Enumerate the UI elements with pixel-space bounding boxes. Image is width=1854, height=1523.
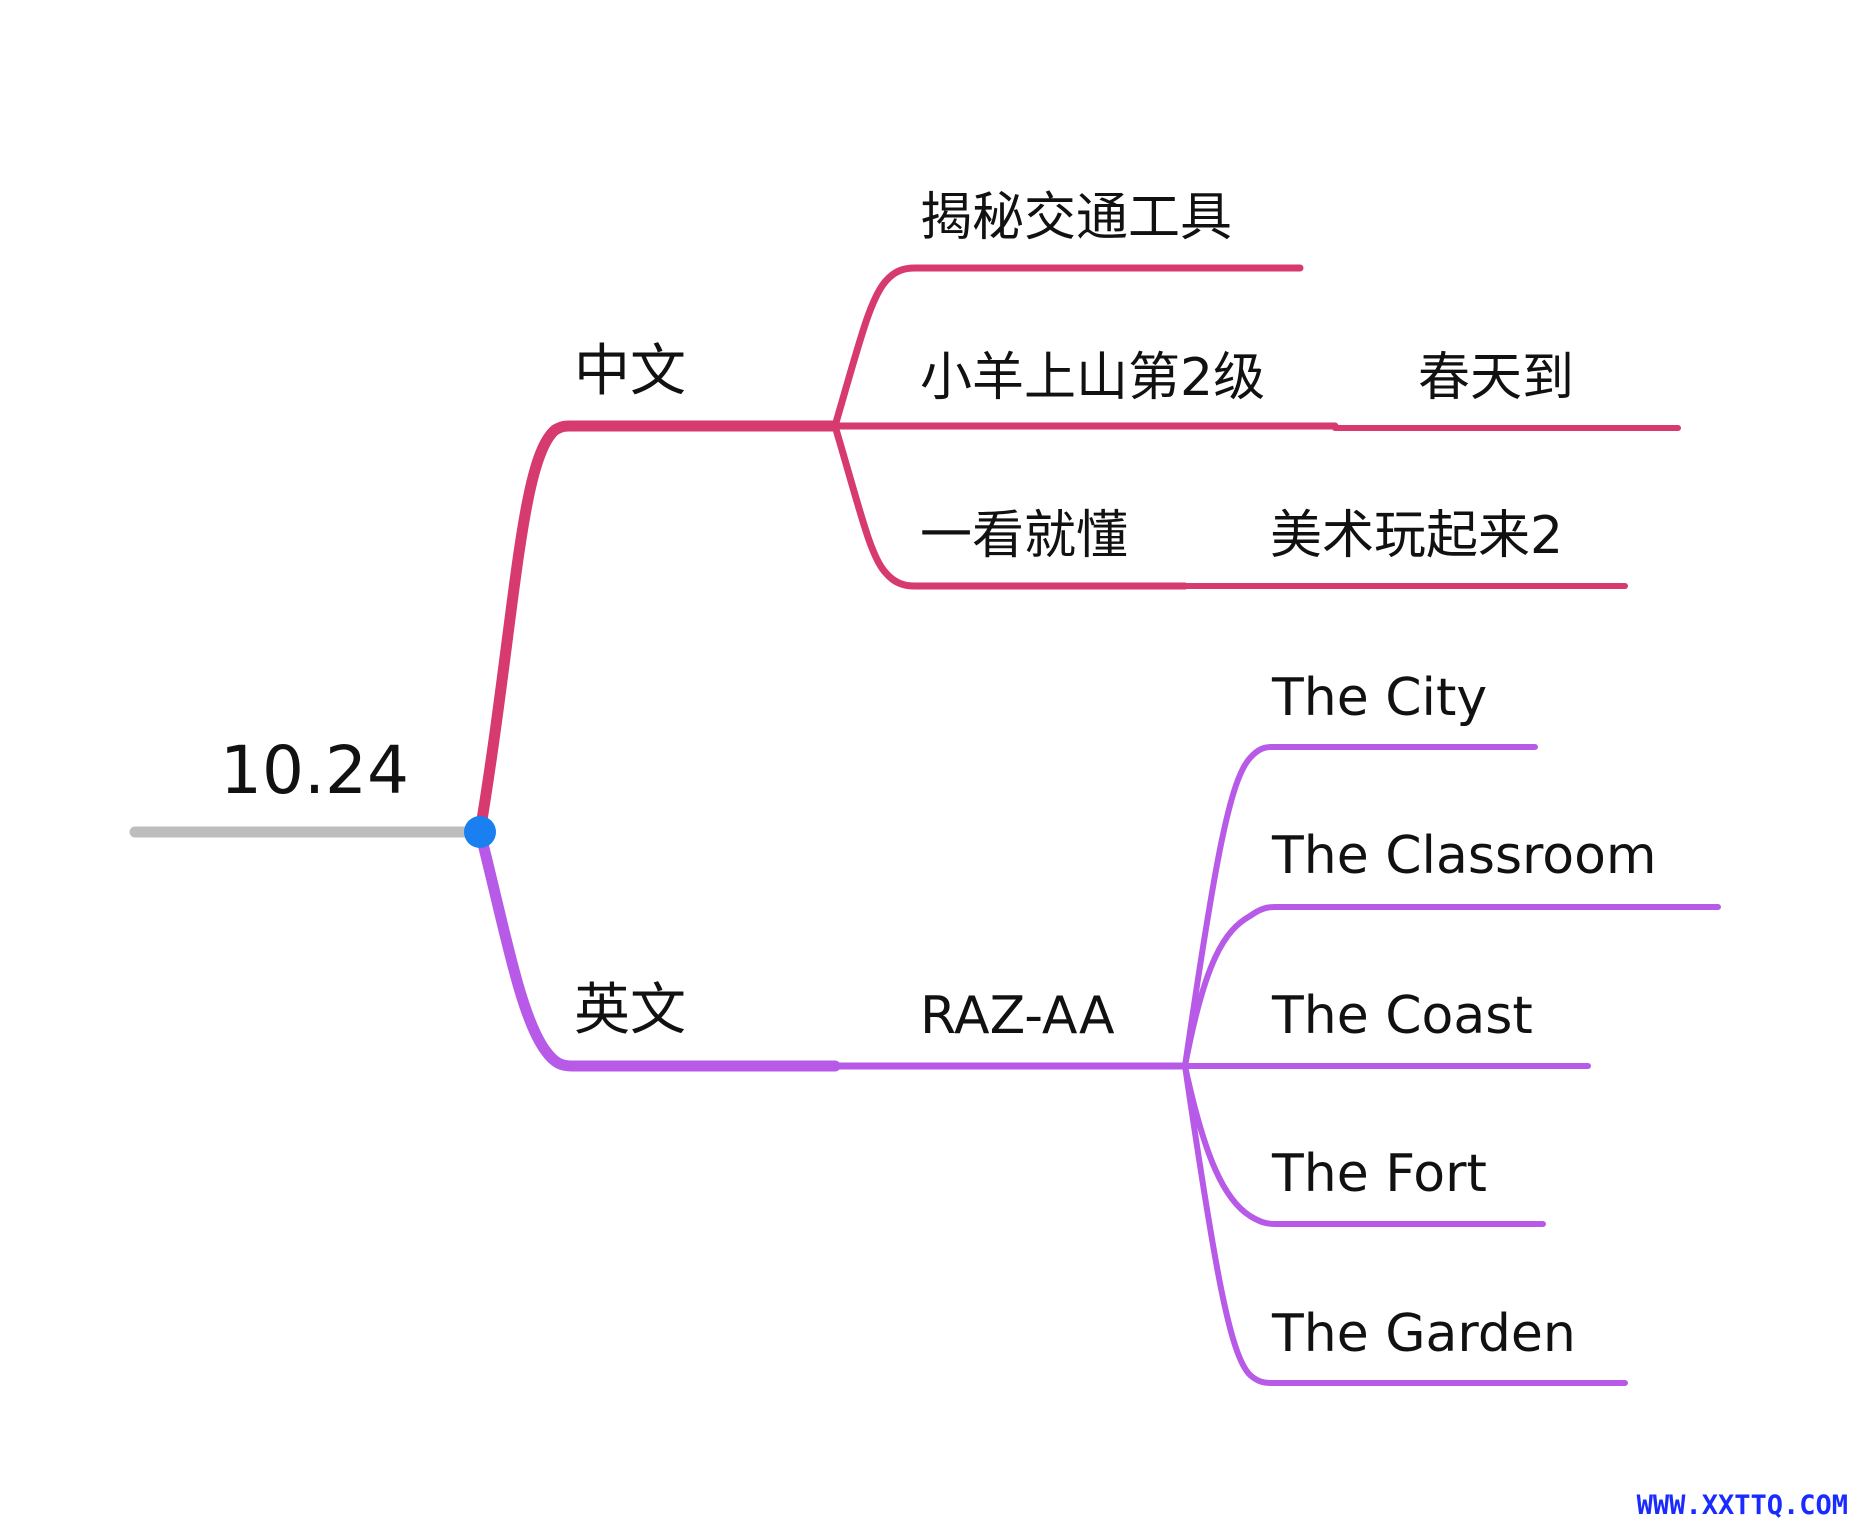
node-jiemi-jiaotong-label[interactable]: 揭秘交通工具 (920, 188, 1233, 248)
connector-raz-fort (1182, 1063, 1546, 1227)
node-xiaoyang-label[interactable]: 小羊上山第2级 (920, 348, 1266, 408)
connector-zhongwen-jiemi (831, 264, 1304, 430)
node-the-coast-label[interactable]: The Coast (1272, 986, 1533, 1046)
node-raz-aa-label[interactable]: RAZ-AA (920, 986, 1115, 1046)
node-the-city-label[interactable]: The City (1272, 668, 1488, 728)
node-chuntiandao-label[interactable]: 春天到 (1418, 348, 1575, 408)
root-node-label[interactable]: 10.24 (220, 732, 409, 809)
node-yikanjiudong-label[interactable]: 一看就懂 (920, 506, 1129, 566)
branch-yingwen-label[interactable]: 英文 (574, 978, 686, 1043)
root-dot[interactable] (464, 816, 496, 848)
connector-raz-classroom (1182, 904, 1721, 1069)
connector-zhongwen-yikan (831, 422, 1189, 590)
node-the-classroom-label[interactable]: The Classroom (1272, 826, 1657, 886)
node-the-fort-label[interactable]: The Fort (1272, 1144, 1487, 1204)
node-the-garden-label[interactable]: The Garden (1272, 1304, 1576, 1364)
connector-raz-city (1182, 744, 1538, 1069)
connector-raz-garden (1182, 1063, 1628, 1386)
connector-root-yingwen (474, 826, 841, 1072)
node-meishu-label[interactable]: 美术玩起来2 (1270, 506, 1564, 566)
connector-root-zhongwen (474, 420, 841, 838)
watermark-text: WWW.XXTTQ.COM (1636, 1490, 1848, 1521)
branch-zhongwen-label[interactable]: 中文 (574, 339, 686, 404)
